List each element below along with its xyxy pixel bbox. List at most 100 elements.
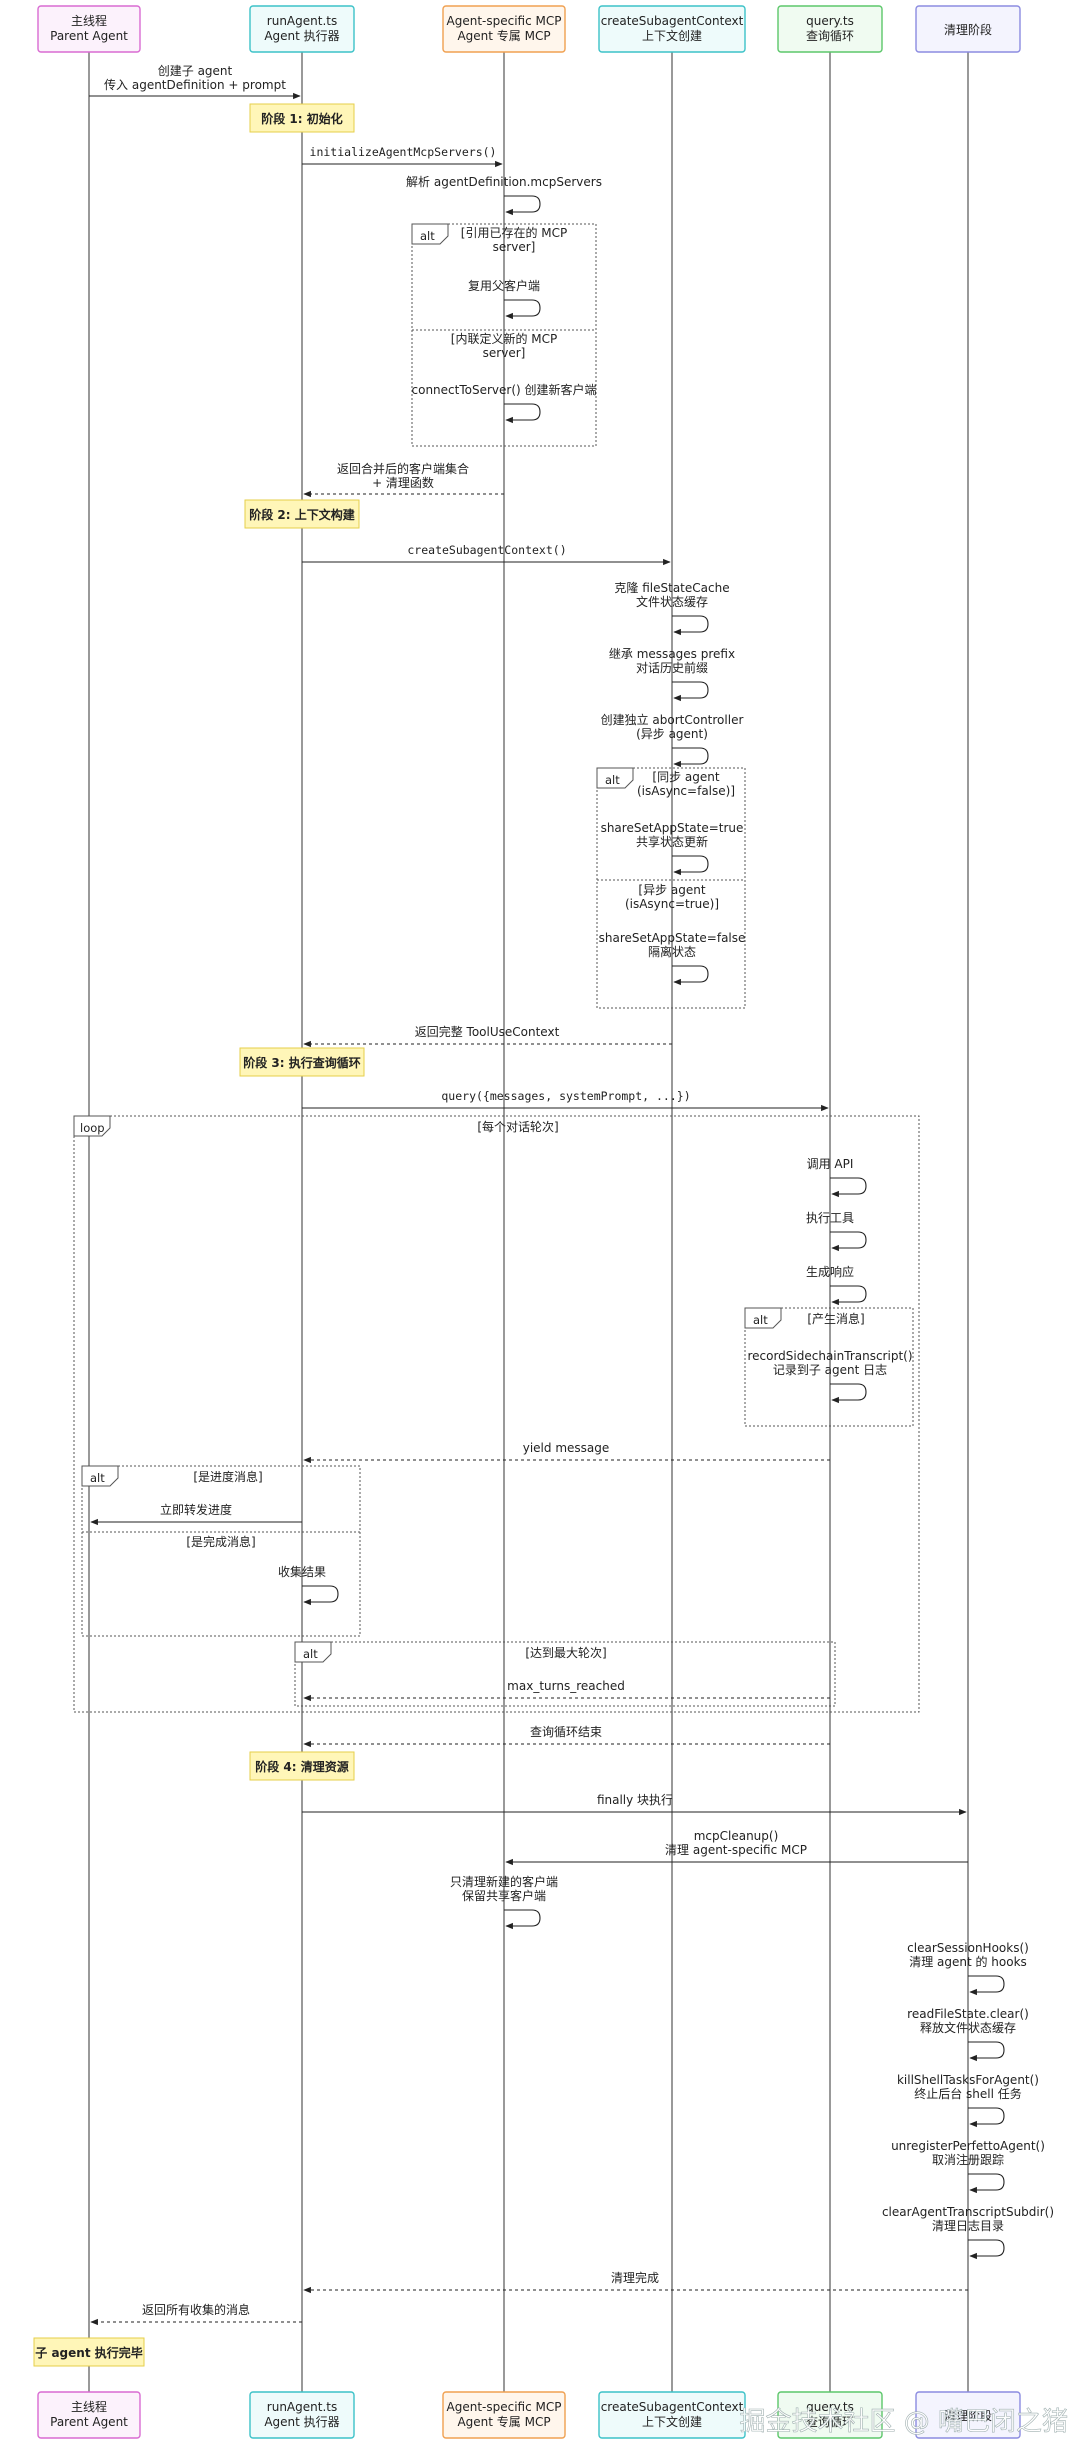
participant-parent-name-bottom: 主线程 bbox=[71, 2399, 107, 2414]
label-loop-end: 查询循环结束 bbox=[530, 1725, 602, 1739]
label-return-context: 返回完整 ToolUseContext bbox=[415, 1024, 560, 1039]
self-clear-hooks bbox=[968, 1975, 1005, 1996]
phase-notes: 阶段 1: 初始化 阶段 2: 上下文构建 阶段 3: 执行查询循环 阶段 4:… bbox=[33, 103, 365, 2367]
participant-context-desc: 上下文创建 bbox=[642, 28, 702, 43]
participant-mcp-bottom: Agent-specific MCP Agent 专属 MCP bbox=[442, 2391, 566, 2439]
phase-note-4: 阶段 4: 清理资源 bbox=[249, 1751, 355, 1781]
self-clear-filestate bbox=[968, 2041, 1005, 2062]
label-clear-hooks-1: clearSessionHooks() bbox=[907, 1941, 1029, 1955]
participant-parent: 主线程 Parent Agent bbox=[37, 5, 141, 53]
label-call-api: 调用 API bbox=[807, 1157, 854, 1171]
phase-note-1: 阶段 1: 初始化 bbox=[249, 103, 355, 133]
phase-3-label: 阶段 3: 执行查询循环 bbox=[243, 1055, 361, 1070]
alt-frame-progress bbox=[81, 1465, 361, 1637]
participant-query-name: query.ts bbox=[806, 14, 854, 28]
loop-tab: loop bbox=[73, 1115, 111, 1137]
label-mcp-cleanup-2: 清理 agent-specific MCP bbox=[665, 1843, 807, 1857]
alt-keyword-mcp: alt bbox=[420, 229, 435, 243]
label-gen-response: 生成响应 bbox=[806, 1264, 854, 1279]
alt-context-cond-2b: (isAsync=true)] bbox=[625, 897, 719, 911]
alt-transcript-cond: [产生消息] bbox=[807, 1311, 864, 1326]
participants-top: 主线程 Parent Agent runAgent.ts Agent 执行器 A… bbox=[37, 5, 1021, 53]
messages bbox=[89, 92, 1005, 2326]
self-kill-shells bbox=[968, 2107, 1005, 2128]
self-collect-results bbox=[302, 1585, 339, 1606]
participant-parent-desc: Parent Agent bbox=[50, 29, 128, 43]
label-record-transcript-1: recordSidechainTranscript() bbox=[747, 1349, 912, 1363]
alt-mcp-cond-2a: [内联定义新的 MCP bbox=[451, 331, 557, 346]
participant-mcp-name: Agent-specific MCP bbox=[447, 14, 562, 28]
alt-context-cond-2a: [异步 agent bbox=[638, 883, 705, 897]
label-connect-server: connectToServer() 创建新客户端 bbox=[412, 382, 597, 397]
participant-mcp-desc: Agent 专属 MCP bbox=[457, 28, 550, 43]
participant-cleanup: 清理阶段 bbox=[915, 5, 1021, 53]
alt-tab-progress: alt bbox=[81, 1465, 119, 1487]
self-clean-new-clients bbox=[504, 1909, 541, 1930]
alt-progress-cond-2: [是完成消息] bbox=[186, 1534, 255, 1549]
participant-runagent-desc-bottom: Agent 执行器 bbox=[264, 2415, 339, 2429]
label-reuse-client: 复用父客户端 bbox=[468, 278, 540, 293]
loop-condition: [每个对话轮次] bbox=[477, 1119, 558, 1134]
self-parse-mcp bbox=[504, 195, 541, 216]
label-clone-cache-1: 克隆 fileStateCache bbox=[614, 580, 729, 595]
self-connect-server bbox=[504, 403, 541, 424]
self-call-api bbox=[830, 1177, 867, 1198]
phase-note-done: 子 agent 执行完毕 bbox=[33, 2337, 145, 2367]
label-clear-filestate-2: 释放文件状态缓存 bbox=[920, 2020, 1016, 2035]
label-mcp-cleanup-1: mcpCleanup() bbox=[694, 1829, 779, 1843]
lifelines bbox=[88, 52, 969, 2392]
loop-keyword: loop bbox=[80, 1121, 105, 1135]
label-isolate-2: 隔离状态 bbox=[648, 944, 696, 959]
alt-progress-cond-1: [是进度消息] bbox=[193, 1469, 262, 1484]
alt-mcp-cond-2b: server] bbox=[483, 346, 526, 360]
label-clear-hooks-2: 清理 agent 的 hooks bbox=[909, 1954, 1027, 1969]
alt-tab-transcript: alt bbox=[744, 1307, 782, 1329]
participant-cleanup-name-bottom: 清理阶段 bbox=[944, 2408, 992, 2423]
label-cleanup-done: 清理完成 bbox=[611, 2270, 659, 2285]
participant-parent-name: 主线程 bbox=[71, 13, 107, 28]
label-max-turns: max_turns_reached bbox=[507, 1679, 625, 1693]
label-query: query({messages, systemPrompt, ...}) bbox=[441, 1089, 690, 1103]
self-isolate-state bbox=[672, 965, 709, 986]
label-abort-2: (异步 agent) bbox=[636, 727, 708, 741]
participant-context-bottom: createSubagentContext 上下文创建 bbox=[598, 2391, 746, 2439]
participant-query: query.ts 查询循环 bbox=[777, 5, 883, 53]
label-parse-mcp: 解析 agentDefinition.mcpServers bbox=[406, 175, 602, 189]
self-share-state bbox=[672, 855, 709, 876]
label-return-clients-1: 返回合并后的客户端集合 bbox=[337, 461, 469, 476]
self-exec-tools bbox=[830, 1231, 867, 1252]
participant-context-name: createSubagentContext bbox=[601, 14, 744, 28]
loop-frame bbox=[73, 1115, 920, 1713]
label-yield-message: yield message bbox=[523, 1441, 610, 1455]
alt-frame-maxturns bbox=[294, 1641, 836, 1707]
participant-query-name-bottom: query.ts bbox=[806, 2400, 854, 2414]
label-exec-tools: 执行工具 bbox=[806, 1211, 854, 1225]
participant-context: createSubagentContext 上下文创建 bbox=[598, 5, 746, 53]
label-clear-dir-1: clearAgentTranscriptSubdir() bbox=[882, 2205, 1054, 2219]
alt-frame-transcript bbox=[744, 1307, 914, 1427]
label-kill-shells-2: 终止后台 shell 任务 bbox=[914, 2086, 1022, 2101]
label-create-subagent-1: 创建子 agent bbox=[158, 64, 233, 78]
participant-runagent-desc: Agent 执行器 bbox=[264, 29, 339, 43]
self-abort-controller bbox=[672, 747, 709, 768]
label-share-state-1: shareSetAppState=true bbox=[601, 821, 744, 835]
label-inherit-1: 继承 messages prefix bbox=[609, 647, 735, 661]
participant-context-name-bottom: createSubagentContext bbox=[601, 2400, 744, 2414]
participant-cleanup-name: 清理阶段 bbox=[944, 22, 992, 37]
participant-mcp: Agent-specific MCP Agent 专属 MCP bbox=[442, 5, 566, 53]
alt-maxturns-cond: [达到最大轮次] bbox=[525, 1646, 606, 1660]
participant-parent-desc-bottom: Parent Agent bbox=[50, 2415, 128, 2429]
alt-tab-mcp: alt bbox=[411, 223, 449, 245]
alt-frame-context bbox=[596, 767, 746, 1009]
label-abort-1: 创建独立 abortController bbox=[601, 712, 744, 727]
self-inherit-messages bbox=[672, 681, 709, 702]
alt-keyword-maxturns: alt bbox=[303, 1647, 318, 1661]
label-unregister-2: 取消注册跟踪 bbox=[932, 2152, 1004, 2167]
label-clone-cache-2: 文件状态缓存 bbox=[636, 594, 708, 609]
fragment-tabs: alt alt loop alt alt alt bbox=[73, 223, 782, 1663]
self-record-transcript bbox=[830, 1383, 867, 1404]
alt-context-cond-1b: (isAsync=false)] bbox=[637, 784, 735, 798]
alt-frame-mcp bbox=[411, 223, 597, 447]
label-record-transcript-2: 记录到子 agent 日志 bbox=[773, 1363, 887, 1377]
